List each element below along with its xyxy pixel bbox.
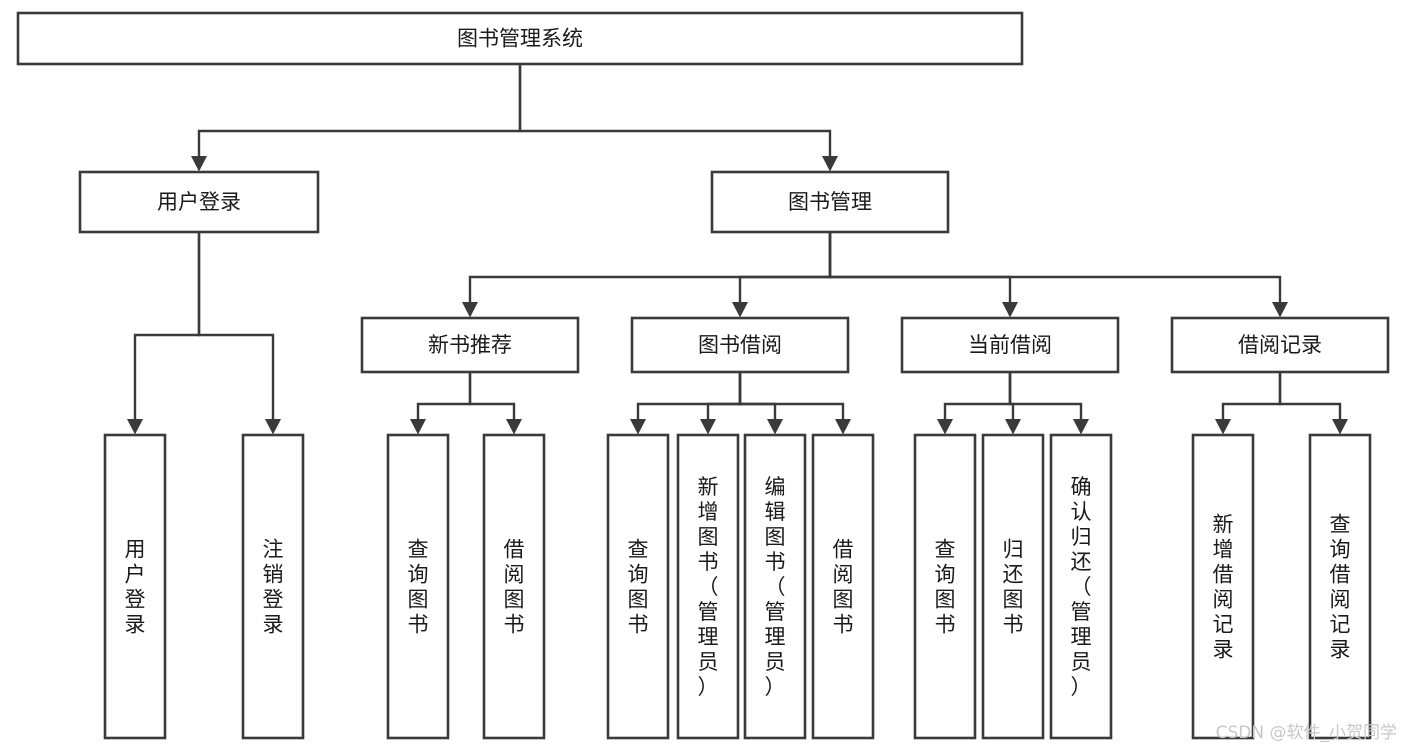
connector-login-to-l2 xyxy=(197,232,281,435)
watermark-text: CSDN @软件_小贺同学 xyxy=(1215,723,1397,743)
node-root[interactable]: 图书管理系统 xyxy=(16,11,1024,66)
arrow-head-icon xyxy=(1073,419,1089,435)
arrow-head-icon xyxy=(767,419,783,435)
node-box[interactable] xyxy=(913,433,977,740)
node-l11[interactable]: 确认归还（管理员） xyxy=(1049,433,1113,740)
node-label: 图书借阅 xyxy=(698,333,782,357)
connector-current-to-l9 xyxy=(937,372,1012,435)
node-label: 当前借阅 xyxy=(968,333,1052,357)
node-box[interactable] xyxy=(676,433,740,740)
arrow-head-icon xyxy=(462,302,478,318)
node-label: 注销登录 xyxy=(263,538,284,637)
node-box[interactable] xyxy=(360,316,580,374)
node-bookmgr[interactable]: 图书管理 xyxy=(710,170,950,234)
connector-newrec-to-l4 xyxy=(468,372,522,435)
node-label: 查询图书 xyxy=(628,538,649,637)
arrow-head-icon xyxy=(1002,302,1018,318)
node-label: 编辑图书（管理员） xyxy=(765,475,786,699)
node-l9[interactable]: 查询图书 xyxy=(913,433,977,740)
node-box[interactable] xyxy=(710,170,950,234)
connector-bookmgr-to-newrec xyxy=(462,232,832,318)
node-box[interactable] xyxy=(1191,433,1255,740)
arrow-head-icon xyxy=(732,302,748,318)
node-label: 新增借阅记录 xyxy=(1213,513,1234,662)
edges-layer xyxy=(127,64,1348,435)
node-label: 图书管理系统 xyxy=(457,27,583,51)
connector-bookmgr-to-records xyxy=(828,232,1288,318)
node-box[interactable] xyxy=(811,433,875,740)
node-box[interactable] xyxy=(386,433,450,740)
node-records[interactable]: 借阅记录 xyxy=(1170,316,1390,374)
node-l4[interactable]: 借阅图书 xyxy=(482,433,546,740)
arrow-head-icon xyxy=(822,156,838,172)
node-box[interactable] xyxy=(1170,316,1390,374)
connector-bookmgr-to-borrow xyxy=(732,232,832,318)
connector-records-to-l12 xyxy=(1215,372,1282,435)
node-l6[interactable]: 新增图书（管理员） xyxy=(676,433,740,740)
node-l8[interactable]: 借阅图书 xyxy=(811,433,875,740)
node-l7[interactable]: 编辑图书（管理员） xyxy=(743,433,807,740)
connector-root-to-login xyxy=(191,64,522,172)
node-box[interactable] xyxy=(482,433,546,740)
connector-root-to-bookmgr xyxy=(518,64,838,172)
node-label: 用户登录 xyxy=(157,190,241,214)
node-label: 借阅记录 xyxy=(1238,333,1322,357)
node-label: 查询图书 xyxy=(408,538,429,637)
arrow-head-icon xyxy=(1005,419,1021,435)
node-l10[interactable]: 归还图书 xyxy=(981,433,1045,740)
node-label: 新增图书（管理员） xyxy=(698,475,719,699)
node-label: 确认归还（管理员） xyxy=(1071,475,1092,699)
node-label: 用户登录 xyxy=(125,538,146,637)
arrow-head-icon xyxy=(191,156,207,172)
node-label: 查询图书 xyxy=(935,538,956,637)
node-box[interactable] xyxy=(1308,433,1372,740)
arrow-head-icon xyxy=(1215,419,1231,435)
connector-current-to-l11 xyxy=(1008,372,1089,435)
arrow-head-icon xyxy=(1272,302,1288,318)
node-box[interactable] xyxy=(606,433,670,740)
connector-bookmgr-to-current xyxy=(828,232,1018,318)
node-l3[interactable]: 查询图书 xyxy=(386,433,450,740)
connector-newrec-to-l3 xyxy=(410,372,472,435)
node-borrow[interactable]: 图书借阅 xyxy=(630,316,850,374)
node-box[interactable] xyxy=(743,433,807,740)
node-box[interactable] xyxy=(630,316,850,374)
node-l13[interactable]: 查询借阅记录 xyxy=(1308,433,1372,740)
node-current[interactable]: 当前借阅 xyxy=(900,316,1120,374)
arrow-head-icon xyxy=(835,419,851,435)
node-box[interactable] xyxy=(981,433,1045,740)
arrow-head-icon xyxy=(937,419,953,435)
node-l2[interactable]: 注销登录 xyxy=(241,433,305,740)
arrow-head-icon xyxy=(265,419,281,435)
connector-login-to-l1 xyxy=(127,232,201,435)
connector-borrow-to-l8 xyxy=(738,372,851,435)
node-l5[interactable]: 查询图书 xyxy=(606,433,670,740)
node-label: 归还图书 xyxy=(1003,538,1024,637)
arrow-head-icon xyxy=(506,419,522,435)
node-label: 借阅图书 xyxy=(504,538,525,637)
node-label: 查询借阅记录 xyxy=(1330,513,1351,662)
node-box[interactable] xyxy=(103,433,167,740)
node-box[interactable] xyxy=(900,316,1120,374)
node-l1[interactable]: 用户登录 xyxy=(103,433,167,740)
arrow-head-icon xyxy=(700,419,716,435)
node-l12[interactable]: 新增借阅记录 xyxy=(1191,433,1255,740)
node-login[interactable]: 用户登录 xyxy=(78,170,320,234)
node-label: 借阅图书 xyxy=(833,538,854,637)
arrow-head-icon xyxy=(630,419,646,435)
node-box[interactable] xyxy=(241,433,305,740)
arrow-head-icon xyxy=(127,419,143,435)
nodes-layer: 图书管理系统用户登录图书管理新书推荐图书借阅当前借阅借阅记录用户登录注销登录查询… xyxy=(16,11,1390,740)
connector-records-to-l13 xyxy=(1278,372,1348,435)
node-label: 新书推荐 xyxy=(428,333,512,357)
node-box[interactable] xyxy=(16,11,1024,66)
arrow-head-icon xyxy=(1332,419,1348,435)
node-box[interactable] xyxy=(1049,433,1113,740)
node-box[interactable] xyxy=(78,170,320,234)
node-newrec[interactable]: 新书推荐 xyxy=(360,316,580,374)
node-label: 图书管理 xyxy=(788,190,872,214)
arrow-head-icon xyxy=(410,419,426,435)
